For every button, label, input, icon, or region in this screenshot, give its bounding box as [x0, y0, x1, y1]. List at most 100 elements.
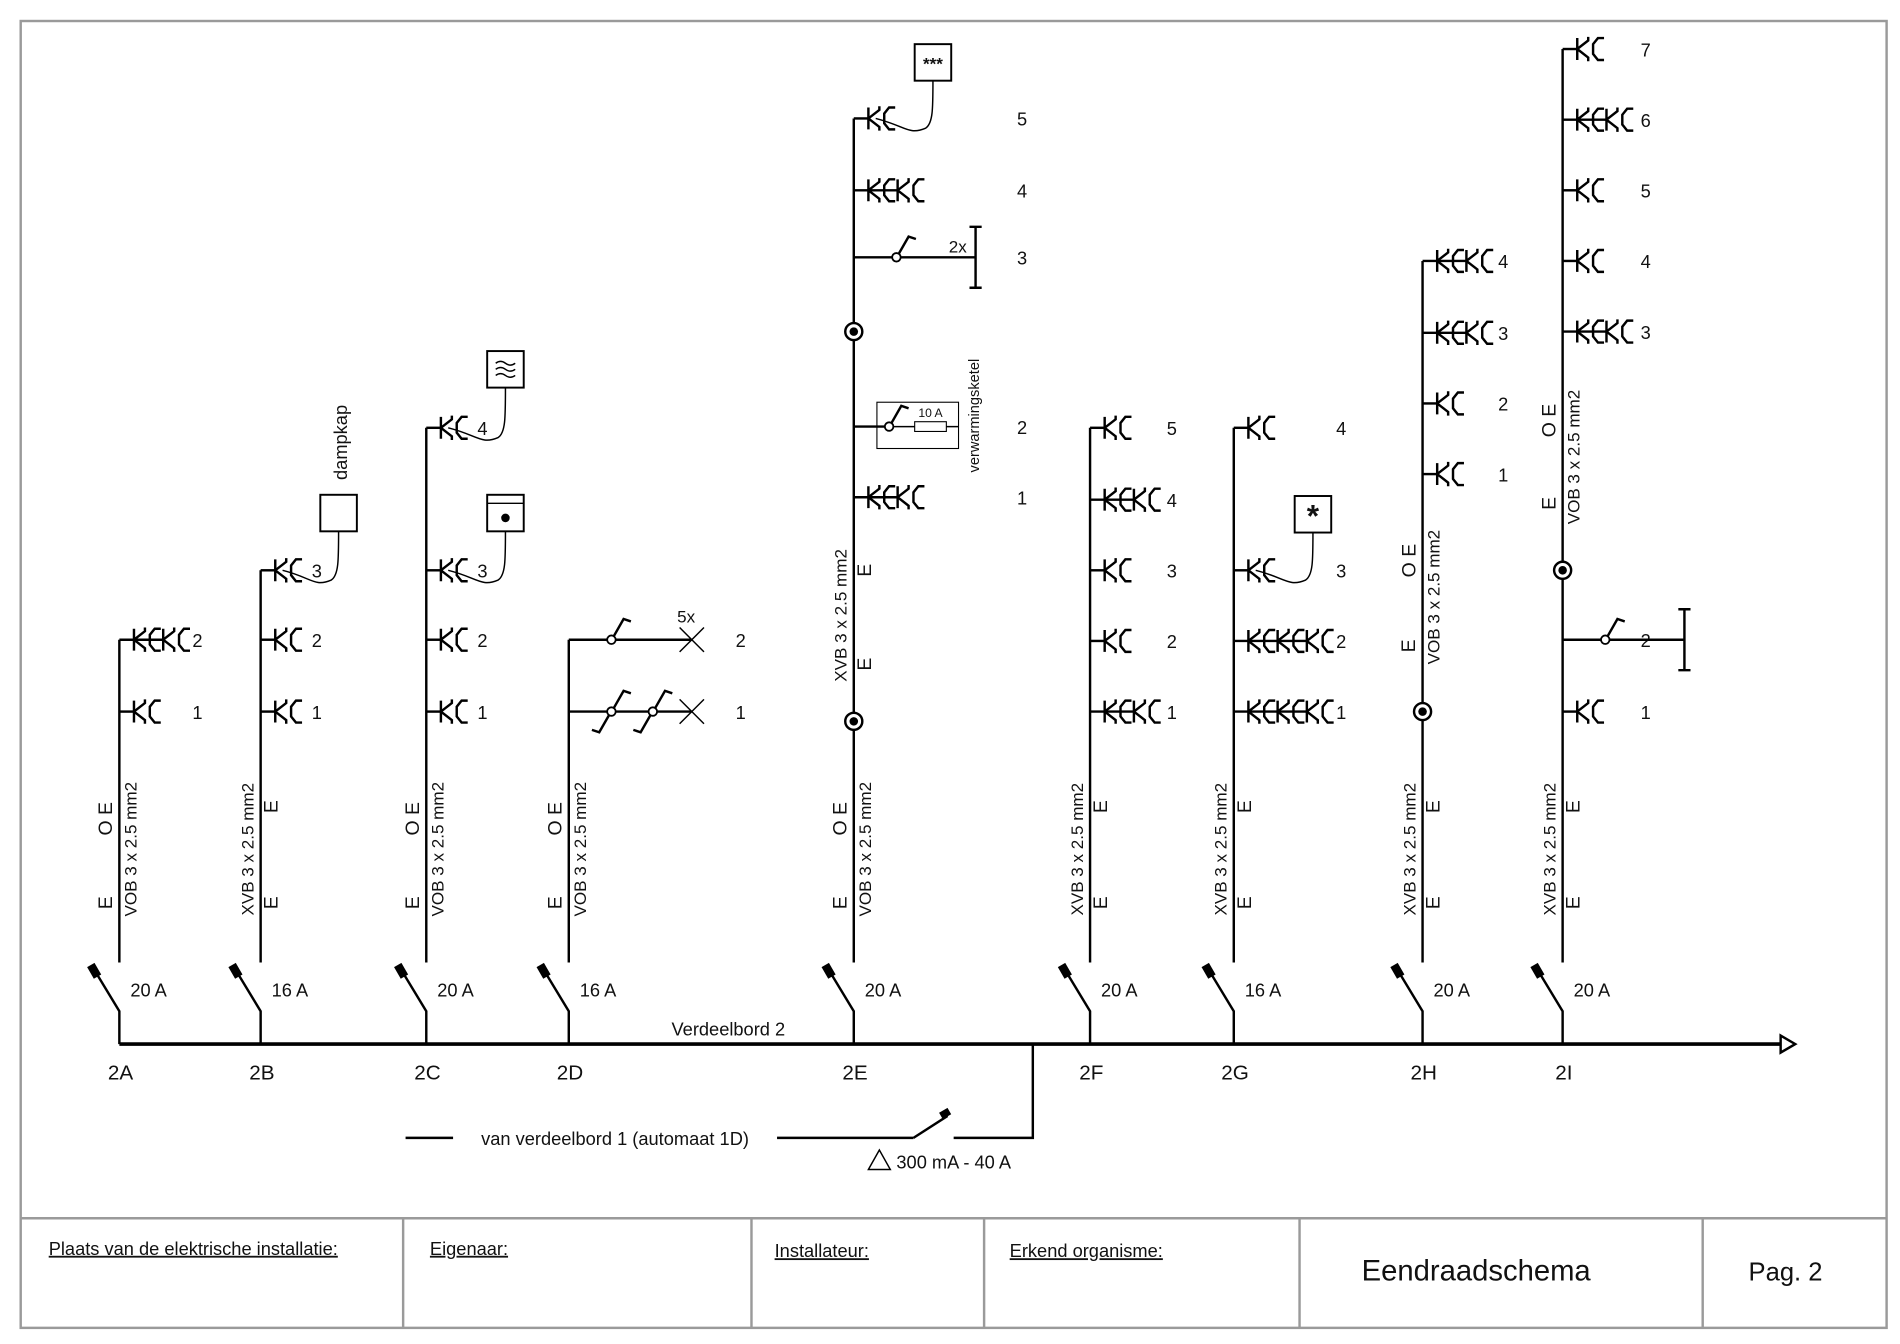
point-3: 3 — [1090, 558, 1177, 583]
point-number: 4 — [477, 418, 487, 439]
point-2: 2 — [260, 627, 322, 652]
cable-mark-label: E — [1538, 497, 1560, 510]
point-1: 1 — [1422, 461, 1508, 487]
appliance-lead — [282, 531, 340, 584]
socket-icon — [132, 627, 161, 652]
socket-icon — [274, 558, 303, 583]
cable-mark-label: O E — [1538, 404, 1560, 438]
point-number: 3 — [477, 561, 487, 582]
socket-icon — [161, 627, 190, 652]
point-1: 1 — [1562, 699, 1651, 724]
cable-mark-label: E — [1234, 800, 1256, 813]
cable-mark-label: E — [1398, 639, 1420, 652]
socket-icon — [274, 699, 303, 724]
point-3: 32x — [853, 225, 1027, 289]
switch-lever-icon — [890, 404, 909, 424]
cable-type-label: XVB 3 x 2.5 mm2 — [831, 549, 850, 682]
point-number: 2 — [1498, 394, 1508, 415]
socket-icon — [1576, 319, 1605, 344]
switch-lever-icon — [897, 235, 917, 255]
point-2: 2 — [1562, 608, 1691, 672]
cable-mark-label: E — [402, 896, 424, 909]
socket-icon — [1103, 487, 1132, 512]
breaker-rating: 20 A — [130, 980, 167, 1001]
switch-icon — [1600, 634, 1611, 645]
breaker-icon — [1537, 970, 1564, 1045]
lamp-icon — [679, 698, 705, 725]
socket-icon — [1576, 178, 1605, 203]
point-number: 4 — [1641, 251, 1651, 272]
oven-dot — [501, 513, 510, 523]
document-title: Eendraadschema — [1362, 1255, 1592, 1287]
point-number: 5 — [1017, 109, 1027, 130]
cable-type-label: XVB 3 x 2.5 mm2 — [1400, 783, 1419, 916]
fuse-rating: 10 A — [918, 406, 943, 420]
cable-type-label: VOB 3 x 2.5 mm2 — [571, 782, 590, 917]
socket-icon — [1435, 391, 1464, 416]
socket-icon — [1435, 320, 1464, 345]
breaker-rating: 20 A — [1434, 980, 1471, 1001]
boiler-label: verwarmingsketel — [967, 359, 983, 473]
cable-mark-label: O E — [402, 802, 424, 836]
point-number: 1 — [312, 702, 322, 723]
point-4: 4 — [426, 350, 525, 441]
socket-icon — [1305, 699, 1334, 724]
point-1: 1 — [1233, 699, 1346, 724]
junction-dot — [1558, 566, 1567, 575]
point-2: 25x — [568, 608, 746, 653]
socket-icon — [1103, 699, 1132, 724]
breaker-icon — [1064, 970, 1092, 1045]
point-2: 2 — [119, 627, 203, 652]
point-number: 7 — [1641, 39, 1651, 60]
point-1: 1 — [853, 485, 1027, 510]
circuit-id: 2A — [108, 1061, 134, 1084]
point-number: 4 — [1336, 418, 1346, 439]
cable-mark-label: E — [261, 800, 283, 813]
point-5: 5 — [1562, 178, 1651, 203]
circuit-id: 2I — [1555, 1061, 1572, 1084]
point-4: 4 — [1090, 487, 1177, 512]
lamp-multiplier: 5x — [677, 608, 695, 627]
point-number: 1 — [1017, 488, 1027, 509]
tube-light-icon — [1678, 608, 1691, 672]
cable-mark-label: E — [95, 896, 117, 909]
switch-icon — [891, 252, 902, 263]
switch-icon — [647, 706, 658, 717]
cable-mark-label: E — [854, 658, 876, 671]
page-frame — [19, 19, 1888, 1330]
socket-icon — [1576, 36, 1605, 62]
point-number: 1 — [477, 702, 487, 723]
socket-icon — [1605, 319, 1634, 344]
appliance-lead — [1255, 532, 1314, 584]
fuse-icon — [914, 421, 947, 433]
socket-icon — [1103, 628, 1132, 654]
point-number: 2 — [192, 630, 202, 651]
switch-lever-icon — [632, 714, 652, 734]
breaker-icon — [93, 970, 121, 1045]
lamp-icon — [679, 627, 705, 653]
switch-lever-icon — [612, 689, 632, 709]
point-number: 4 — [1167, 490, 1177, 511]
circuit-id: 2E — [842, 1061, 867, 1084]
socket-icon — [439, 699, 468, 724]
socket-icon — [867, 485, 896, 510]
cable-type-label: VOB 3 x 2.5 mm2 — [856, 782, 875, 917]
board-name: Verdeelbord 2 — [672, 1019, 786, 1040]
appliance-lead — [875, 80, 934, 132]
point-2: 2 — [1090, 628, 1177, 654]
breaker-icon — [543, 970, 570, 1045]
wave-icon — [495, 372, 516, 378]
socket-icon — [439, 558, 468, 583]
point-number: 3 — [1641, 322, 1651, 343]
socket-icon — [867, 178, 896, 203]
socket-icon — [1305, 628, 1334, 654]
socket-icon — [896, 485, 925, 510]
point-4: 4 — [1562, 248, 1651, 274]
socket-icon — [1276, 628, 1305, 654]
socket-icon — [1132, 699, 1161, 724]
breaker-rating: 16 A — [1245, 980, 1282, 1001]
point-4: 4 — [1233, 415, 1346, 440]
